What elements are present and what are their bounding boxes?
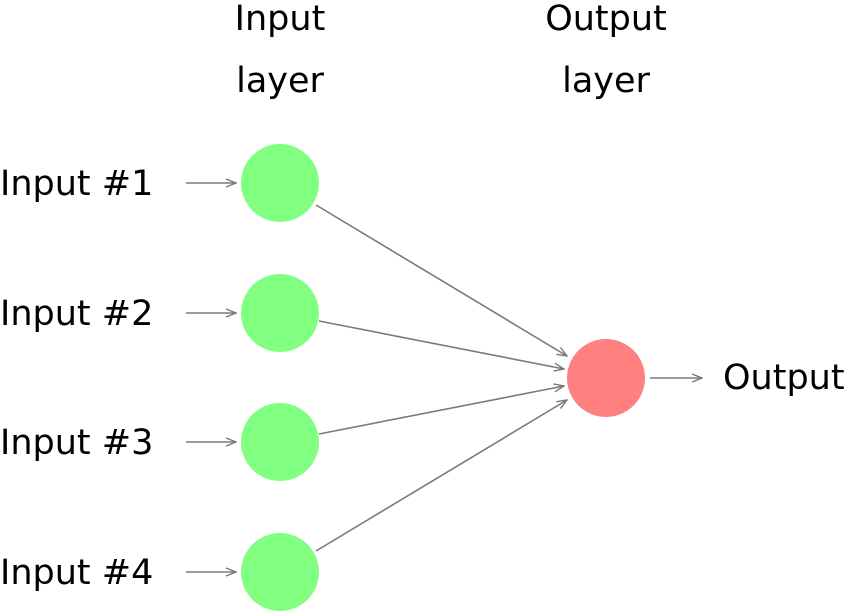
input-label-1: Input #1 — [0, 164, 153, 204]
input-node-1 — [241, 144, 319, 222]
output-label: Output — [723, 358, 845, 398]
edge-input-4-to-output — [315, 400, 567, 552]
input-layer-header-line2: layer — [236, 61, 324, 101]
output-layer-header-line1: Output — [545, 0, 667, 39]
input-label-3: Input #3 — [0, 423, 153, 463]
edge-input-3-to-output — [318, 386, 564, 435]
output-layer-header-line2: layer — [562, 61, 650, 101]
input-node-3 — [241, 403, 319, 481]
edge-input-1-to-output — [315, 204, 567, 356]
input-label-2: Input #2 — [0, 294, 153, 334]
input-label-4: Input #4 — [0, 553, 153, 593]
input-node-2 — [241, 274, 319, 352]
output-node — [567, 339, 645, 417]
input-layer-header-line1: Input — [235, 0, 326, 39]
edge-input-2-to-output — [318, 320, 564, 369]
input-node-4 — [241, 533, 319, 611]
